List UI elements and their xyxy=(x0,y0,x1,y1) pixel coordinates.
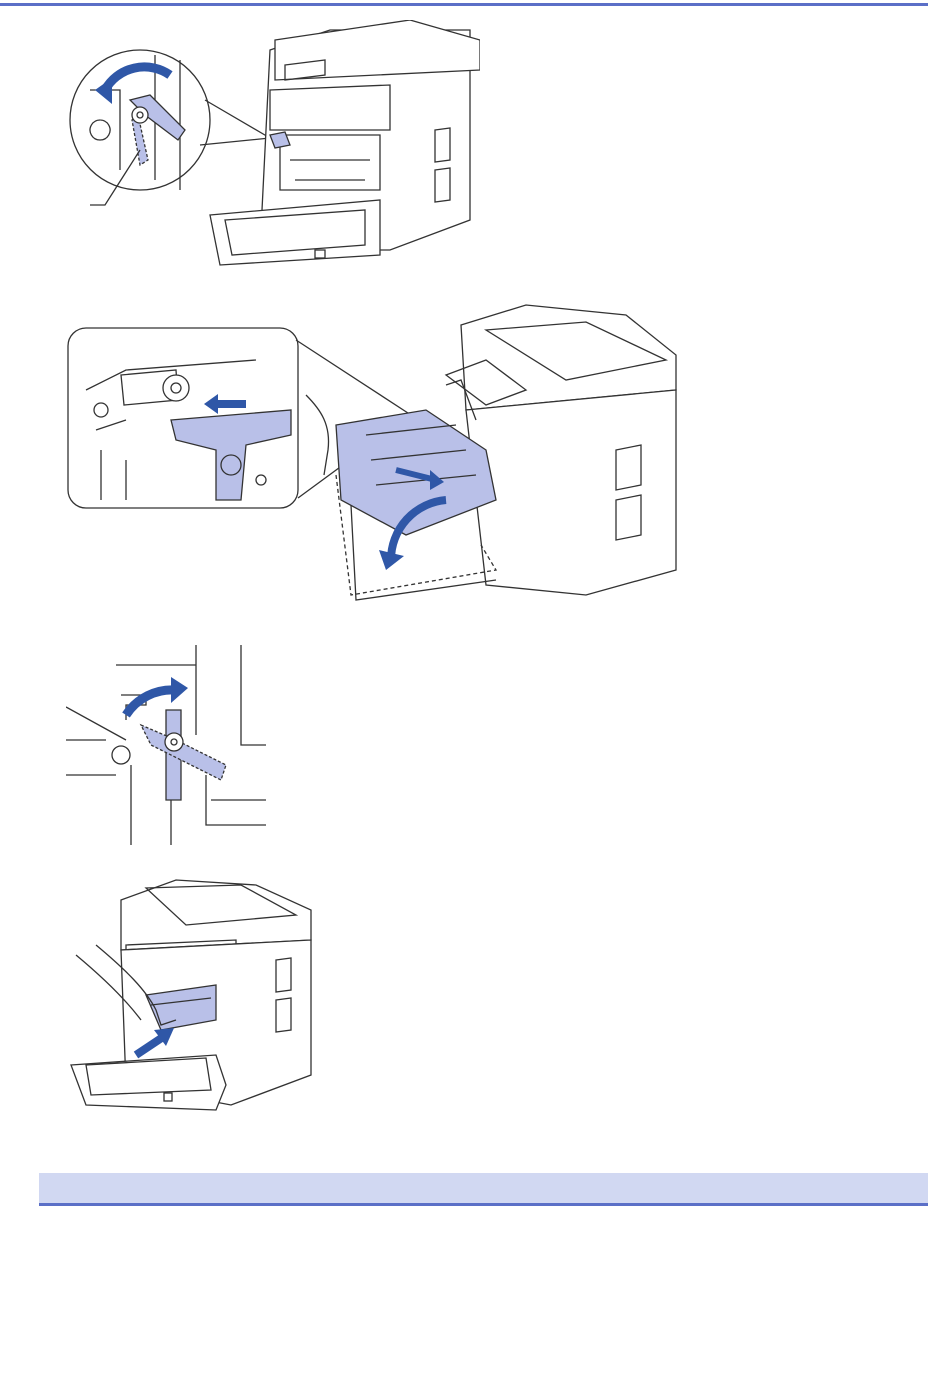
figure-drum-reinsert xyxy=(66,300,696,615)
section-bar xyxy=(39,1173,928,1206)
figure-lever-lock xyxy=(66,645,271,845)
figure-drum-push-in xyxy=(66,870,316,1115)
figure-lever-unlock xyxy=(60,20,480,280)
top-rule xyxy=(0,3,928,6)
